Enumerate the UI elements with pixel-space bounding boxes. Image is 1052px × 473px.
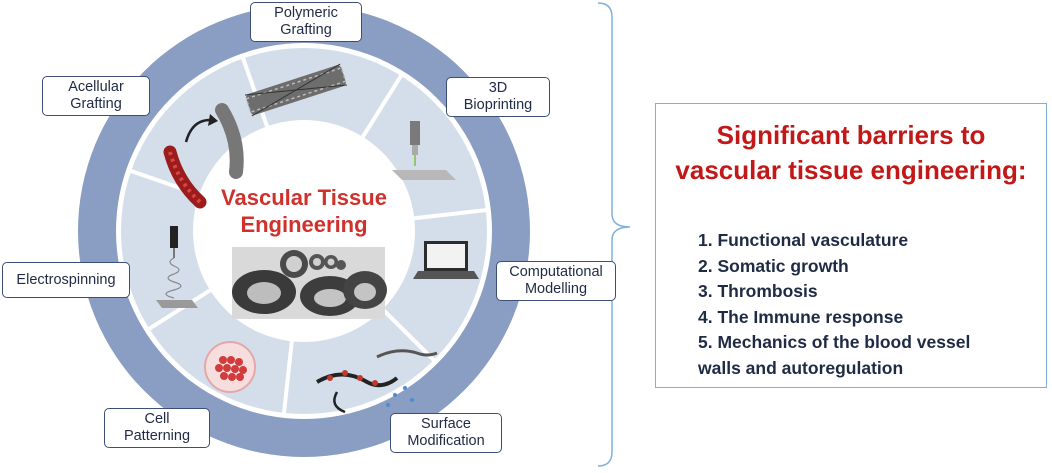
label-3d-bioprinting: 3D Bioprinting (446, 77, 550, 117)
barrier-item: walls and autoregulation (698, 357, 904, 378)
barriers-title-line1: Significant barriers to (716, 120, 986, 150)
label-line: Cell (144, 411, 170, 427)
tubular-scaffolds-illustration (232, 247, 387, 319)
laptop-icon (413, 241, 479, 279)
label-polymeric-grafting: Polymeric Grafting (250, 2, 362, 42)
label-line: 3D (488, 80, 508, 96)
segment-divider (379, 305, 438, 364)
center-title-line2: Engineering (240, 212, 368, 237)
label-line: Acellular (68, 79, 124, 95)
barrier-item: 4. The Immune response (698, 306, 904, 327)
label-line: Grafting (280, 22, 332, 38)
label-line: Polymeric (274, 5, 338, 21)
electrospinning-icon (156, 226, 198, 308)
braided-tube-icon (244, 63, 348, 117)
grouping-bracket (597, 2, 631, 467)
barrier-item: 1. Functional vasculature (698, 230, 909, 250)
label-acellular-grafting: Acellular Grafting (42, 76, 150, 116)
segment-divider (145, 286, 214, 333)
barrier-item: 3. Thrombosis (698, 281, 818, 301)
barriers-list: 1. Functional vasculature 2. Somatic gro… (698, 228, 970, 381)
label-line: Patterning (123, 428, 191, 444)
label-surface-modification: Surface Modification (390, 413, 502, 453)
label-electrospinning: Electrospinning (2, 262, 130, 298)
center-title-line1: Vascular Tissue (221, 185, 387, 210)
segment-divider (281, 338, 295, 417)
segment-divider (411, 207, 490, 221)
label-line: Surface (421, 416, 471, 432)
label-line: Modelling (524, 281, 588, 297)
barriers-panel: Significant barriers to vascular tissue … (655, 103, 1047, 388)
label-line: Computational (509, 264, 603, 280)
surface-modification-icon (315, 349, 438, 414)
label-computational-modelling: Computational Modelling (496, 261, 616, 301)
segment-divider (359, 72, 405, 141)
label-cell-patterning: Cell Patterning (104, 408, 210, 448)
label-line: Grafting (70, 96, 122, 112)
label-line: Bioprinting (463, 97, 533, 113)
acellular-graft-icon (163, 103, 244, 209)
bioprinter-nozzle-icon (392, 121, 456, 180)
label-line: Electrospinning (16, 271, 116, 288)
barriers-title-line2: vascular tissue engineering: (675, 155, 1027, 185)
barriers-title: Significant barriers to vascular tissue … (656, 118, 1046, 188)
barrier-item: 2. Somatic growth (698, 255, 849, 276)
petri-dish-icon (204, 341, 256, 393)
barrier-item: 5. Mechanics of the blood vessel (698, 332, 971, 352)
label-line: Modification (407, 433, 485, 449)
center-title: Vascular Tissue Engineering (204, 184, 404, 238)
